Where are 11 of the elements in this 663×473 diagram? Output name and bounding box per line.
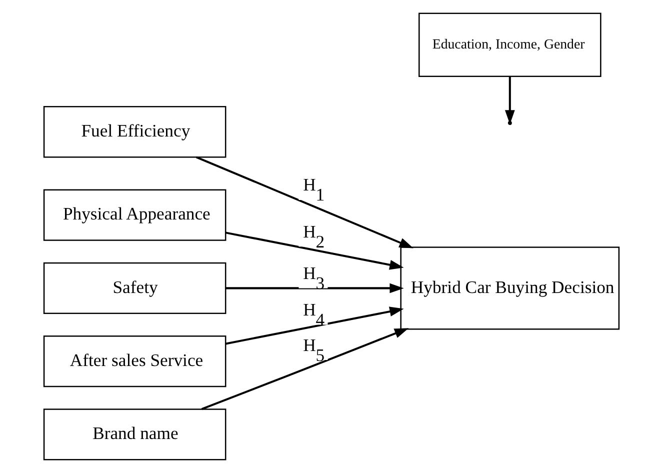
node-box: Education, Income, Gender	[418, 12, 602, 77]
node-box: Safety	[43, 262, 226, 314]
arrow	[201, 328, 409, 410]
node-box: After sales Service	[43, 335, 226, 388]
node-box: Fuel Efficiency	[43, 106, 226, 158]
node-box: Brand name	[43, 408, 226, 460]
node-box: Physical Appearance	[43, 189, 226, 241]
arrow	[226, 283, 404, 294]
arrow	[226, 306, 404, 345]
arrow	[226, 232, 404, 270]
node-box: Hybrid Car Buying Decision	[400, 246, 620, 330]
